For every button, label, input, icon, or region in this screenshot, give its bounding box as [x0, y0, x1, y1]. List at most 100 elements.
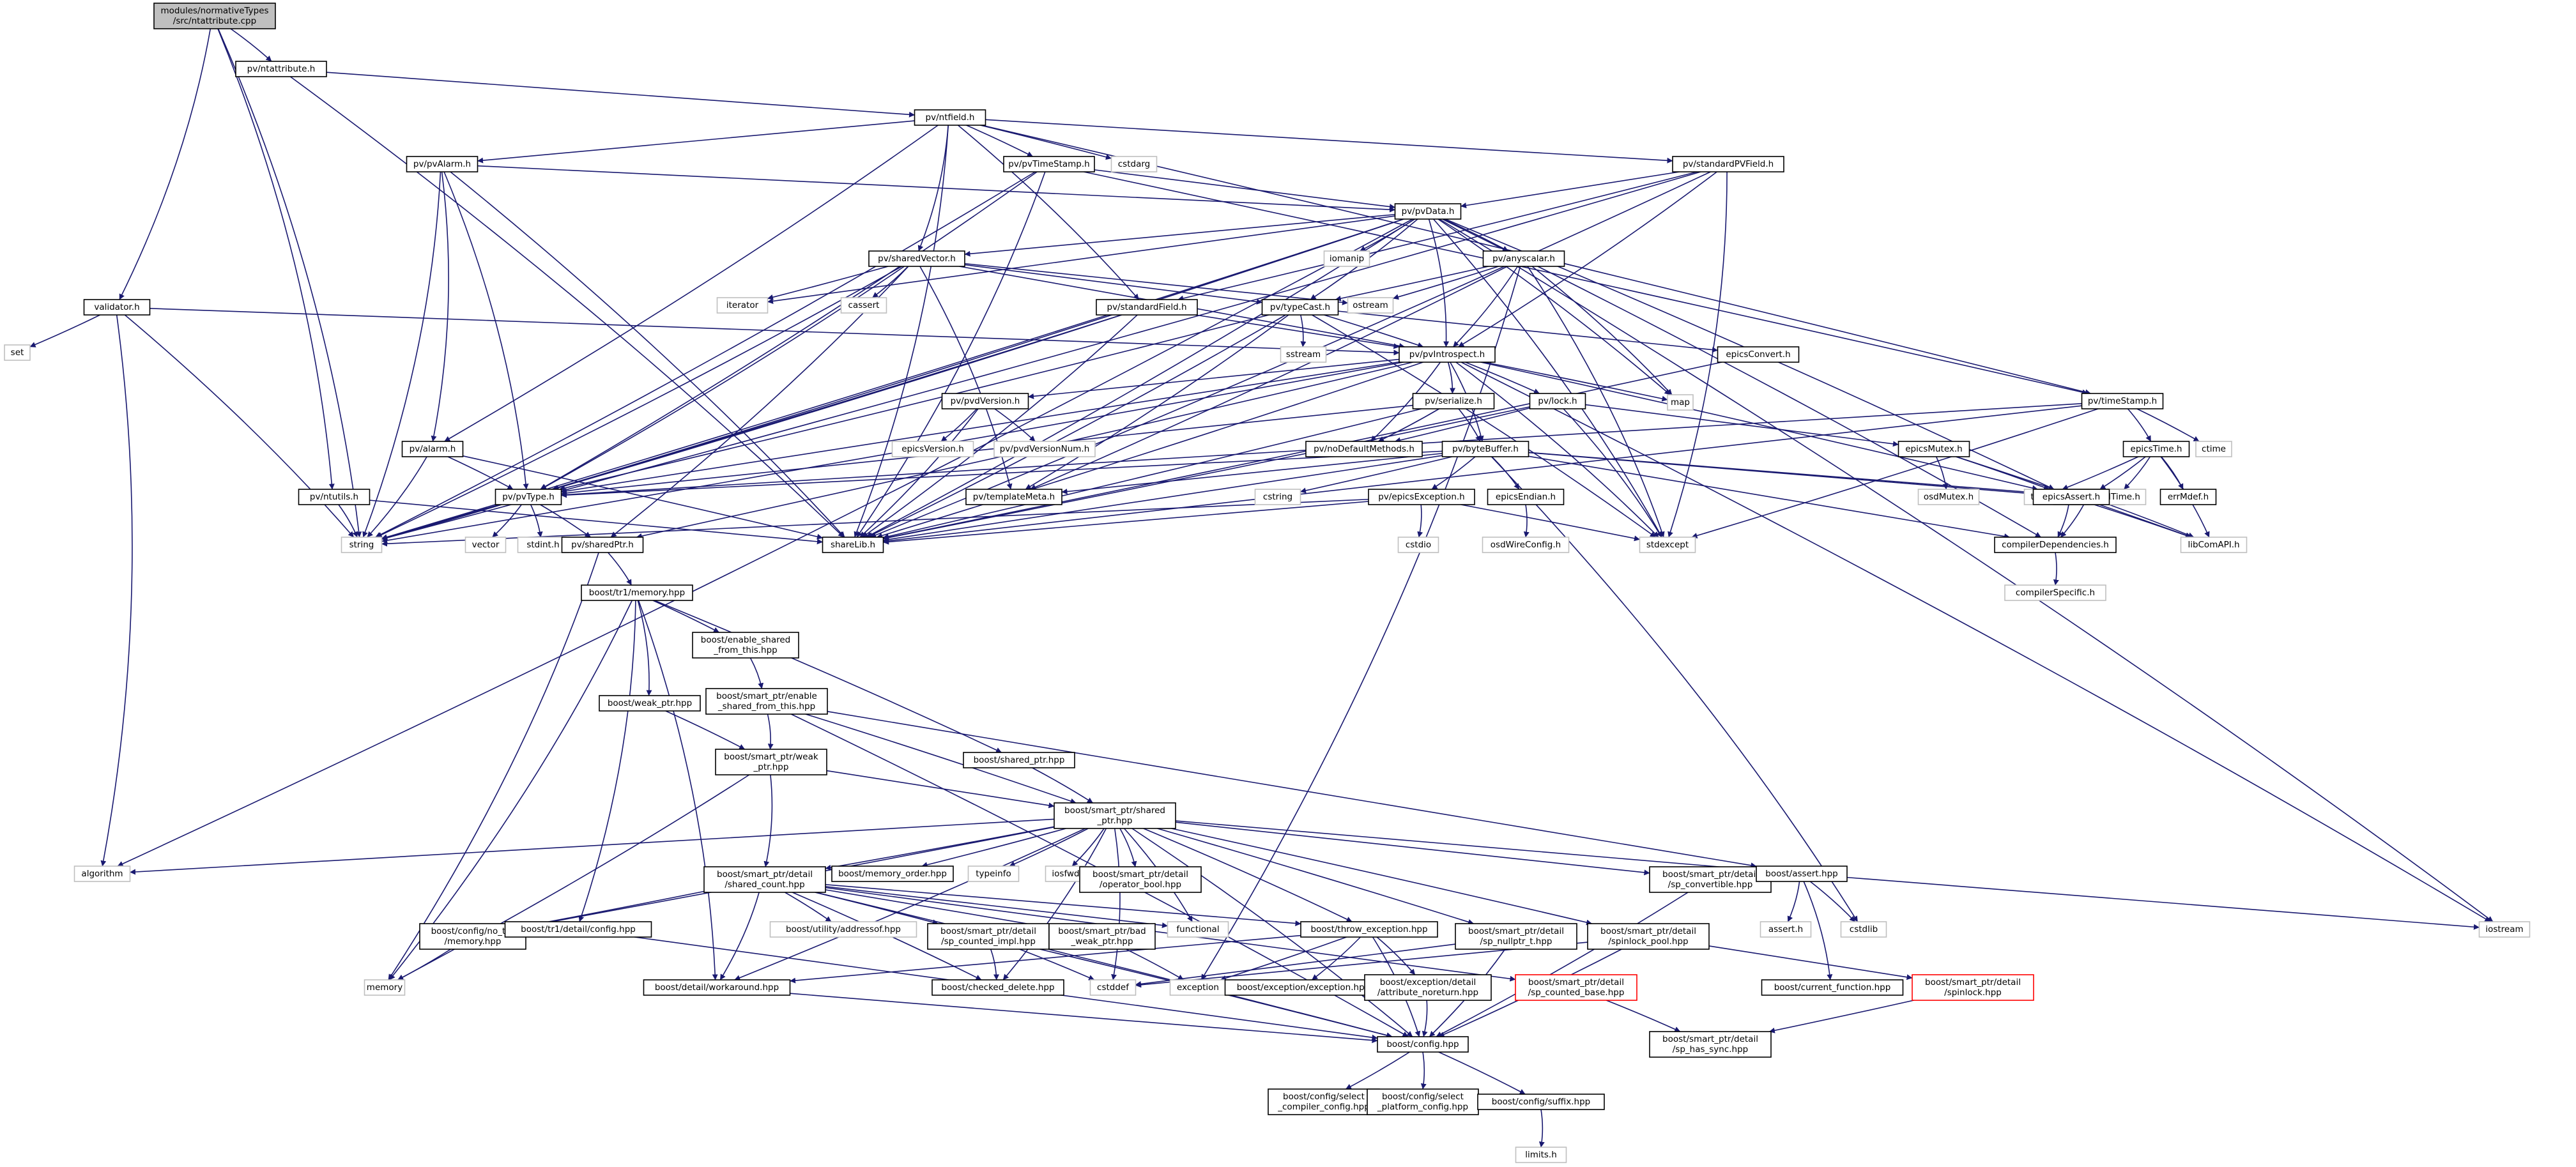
- node-spenable[interactable]: boost/smart_ptr/enable_shared_from_this.…: [705, 688, 828, 715]
- node-pvsharedPtr[interactable]: pv/sharedPtr.h: [561, 537, 644, 553]
- edge-pvpvdVersion-to-shareLib: [859, 408, 979, 538]
- node-pvpvTimeStamp[interactable]: pv/pvTimeStamp.h: [1003, 156, 1095, 172]
- node-pvstandardField[interactable]: pv/standardField.h: [1096, 299, 1198, 316]
- node-excattr[interactable]: boost/exception/detail/attribute_noretur…: [1364, 974, 1492, 1001]
- node-epicsAssert[interactable]: epicsAssert.h: [2032, 489, 2110, 505]
- node-pvpvType[interactable]: pv/pvType.h: [494, 489, 562, 505]
- node-ctime[interactable]: ctime: [2195, 441, 2232, 457]
- node-iosfwd[interactable]: iosfwd: [1045, 866, 1087, 882]
- node-ostream[interactable]: ostream: [1347, 297, 1394, 314]
- node-errMdef[interactable]: errMdef.h: [2159, 489, 2217, 505]
- node-pvbyteBuffer[interactable]: pv/byteBuffer.h: [1441, 441, 1529, 457]
- node-memory_order[interactable]: boost/memory_order.hpp: [831, 866, 954, 882]
- node-checked_delete[interactable]: boost/checked_delete.hpp: [931, 979, 1064, 996]
- node-label: stdexcept: [1646, 540, 1689, 550]
- node-excexc[interactable]: boost/exception/exception.hpp: [1224, 979, 1383, 996]
- node-typeinfo[interactable]: typeinfo: [967, 866, 1020, 882]
- node-enable_shared[interactable]: boost/enable_shared_from_this.hpp: [692, 632, 799, 659]
- node-pvsharedVector[interactable]: pv/sharedVector.h: [868, 250, 965, 267]
- node-validator[interactable]: validator.h: [83, 299, 151, 316]
- node-root[interactable]: modules/normativeTypes/src/ntattribute.c…: [153, 3, 276, 29]
- node-curfunc[interactable]: boost/current_function.hpp: [1761, 979, 1904, 996]
- node-epicsMutex[interactable]: epicsMutex.h: [1897, 441, 1970, 457]
- node-pvlock[interactable]: pv/lock.h: [1529, 393, 1586, 409]
- node-vector[interactable]: vector: [464, 537, 507, 553]
- node-pvntfield[interactable]: pv/ntfield.h: [914, 109, 986, 126]
- node-spshared[interactable]: boost/smart_ptr/shared_ptr.hpp: [1054, 802, 1176, 829]
- node-pvserialize[interactable]: pv/serialize.h: [1412, 393, 1495, 409]
- node-sphassync[interactable]: boost/smart_ptr/detail/sp_has_sync.hpp: [1649, 1031, 1772, 1058]
- node-string[interactable]: string: [341, 537, 383, 553]
- node-iomanip[interactable]: iomanip: [1323, 250, 1370, 267]
- node-compilerSpecific[interactable]: compilerSpecific.h: [2004, 584, 2106, 601]
- node-addressof[interactable]: boost/utility/addressof.hpp: [769, 921, 917, 938]
- node-epicsVersion[interactable]: epicsVersion.h: [891, 441, 974, 457]
- node-set[interactable]: set: [4, 344, 31, 361]
- node-pvpvAlarm[interactable]: pv/pvAlarm.h: [406, 156, 479, 172]
- node-pvanyscalar[interactable]: pv/anyscalar.h: [1482, 250, 1565, 267]
- node-epicsTime[interactable]: epicsTime.h: [2122, 441, 2190, 457]
- node-compilerDependencies[interactable]: compilerDependencies.h: [1994, 537, 2117, 553]
- node-cstdarg[interactable]: cstdarg: [1110, 156, 1158, 172]
- node-shared_ptr[interactable]: boost/shared_ptr.hpp: [963, 752, 1075, 768]
- node-functional[interactable]: functional: [1167, 921, 1229, 938]
- node-osdWireConfig[interactable]: osdWireConfig.h: [1482, 537, 1570, 553]
- node-assert_h[interactable]: assert.h: [1759, 921, 1812, 938]
- node-pvtemplateMeta[interactable]: pv/templateMeta.h: [965, 489, 1062, 505]
- node-selcompiler[interactable]: boost/config/select_compiler_config.hpp: [1268, 1088, 1380, 1115]
- node-workaround[interactable]: boost/detail/workaround.hpp: [643, 979, 791, 996]
- node-spweak[interactable]: boost/smart_ptr/weak_ptr.hpp: [715, 749, 827, 775]
- node-limits[interactable]: limits.h: [1515, 1147, 1567, 1163]
- node-pvstandardPVField[interactable]: pv/standardPVField.h: [1672, 156, 1784, 172]
- node-pvpvdVersionNum[interactable]: pv/pvdVersionNum.h: [993, 441, 1096, 457]
- node-iostream[interactable]: iostream: [2478, 921, 2531, 938]
- node-pvpvData[interactable]: pv/pvData.h: [1394, 203, 1462, 220]
- node-spcounted_base[interactable]: boost/smart_ptr/detail/sp_counted_base.h…: [1515, 974, 1637, 1001]
- node-tr1memory[interactable]: boost/tr1/memory.hpp: [581, 584, 693, 601]
- node-cstring[interactable]: cstring: [1254, 489, 1301, 505]
- node-spcount[interactable]: boost/smart_ptr/detail/shared_count.hpp: [703, 866, 826, 893]
- node-map[interactable]: map: [1667, 394, 1694, 411]
- node-weak_ptr[interactable]: boost/weak_ptr.hpp: [599, 695, 701, 712]
- node-cstdio[interactable]: cstdio: [1397, 537, 1439, 553]
- node-throw_exc[interactable]: boost/throw_exception.hpp: [1300, 921, 1438, 938]
- node-spnullptr[interactable]: boost/smart_ptr/detail/sp_nullptr_t.hpp: [1455, 923, 1577, 950]
- node-box: [1305, 441, 1423, 457]
- node-pvtimeStamp[interactable]: pv/timeStamp.h: [2081, 393, 2164, 409]
- node-suffix[interactable]: boost/config/suffix.hpp: [1477, 1094, 1605, 1110]
- node-pvntutils[interactable]: pv/ntutils.h: [298, 489, 371, 505]
- node-exception[interactable]: exception: [1169, 979, 1227, 996]
- node-tr1config[interactable]: boost/tr1/detail/config.hpp: [504, 921, 652, 938]
- node-sstream[interactable]: sstream: [1280, 346, 1327, 363]
- node-cassert[interactable]: cassert: [840, 297, 887, 314]
- node-sppool[interactable]: boost/smart_ptr/detail/spinlock_pool.hpp: [1587, 923, 1710, 950]
- edge-pvserialize-to-pvbyteBuffer: [1458, 408, 1481, 442]
- node-epicsConvert[interactable]: epicsConvert.h: [1717, 346, 1800, 363]
- node-spinlock[interactable]: boost/smart_ptr/detail/spinlock.hpp: [1912, 974, 2034, 1001]
- node-selplatform[interactable]: boost/config/select_platform_config.hpp: [1367, 1088, 1479, 1115]
- node-spbadweak[interactable]: boost/smart_ptr/bad_weak_ptr.hpp: [1048, 923, 1156, 950]
- node-stdinth[interactable]: stdint.h: [517, 537, 569, 553]
- node-cstdlib[interactable]: cstdlib: [1840, 921, 1887, 938]
- node-pvtypeCast[interactable]: pv/typeCast.h: [1261, 299, 1339, 316]
- node-osdMutex[interactable]: osdMutex.h: [1917, 489, 1980, 505]
- node-shareLib[interactable]: shareLib.h: [822, 537, 884, 553]
- node-pvntattribute[interactable]: pv/ntattribute.h: [235, 61, 327, 77]
- node-iterator[interactable]: iterator: [716, 297, 769, 314]
- node-pvpvIntrospect[interactable]: pv/pvIntrospect.h: [1399, 346, 1496, 363]
- node-cstddef[interactable]: cstddef: [1089, 979, 1137, 996]
- node-stdexcept[interactable]: stdexcept: [1639, 537, 1696, 553]
- node-config[interactable]: boost/config.hpp: [1377, 1036, 1469, 1053]
- node-pvpvdVersion[interactable]: pv/pvdVersion.h: [941, 393, 1029, 409]
- node-opbool[interactable]: boost/smart_ptr/detail/operator_bool.hpp: [1079, 866, 1202, 893]
- node-libComAPI[interactable]: libComAPI.h: [2180, 537, 2248, 553]
- node-pvnoDefaultMethods[interactable]: pv/noDefaultMethods.h: [1305, 441, 1423, 457]
- node-algorithm[interactable]: algorithm: [73, 866, 131, 882]
- node-epicsEndian[interactable]: epicsEndian.h: [1487, 489, 1565, 505]
- node-pvalarm[interactable]: pv/alarm.h: [401, 441, 464, 457]
- node-spconv[interactable]: boost/smart_ptr/detail/sp_convertible.hp…: [1649, 866, 1772, 893]
- node-pvepicsException[interactable]: pv/epicsException.h: [1368, 489, 1475, 505]
- node-spcounted_impl[interactable]: boost/smart_ptr/detail/sp_counted_impl.h…: [927, 923, 1050, 950]
- node-assert[interactable]: boost/assert.hpp: [1756, 866, 1848, 882]
- node-memory[interactable]: memory: [364, 979, 406, 996]
